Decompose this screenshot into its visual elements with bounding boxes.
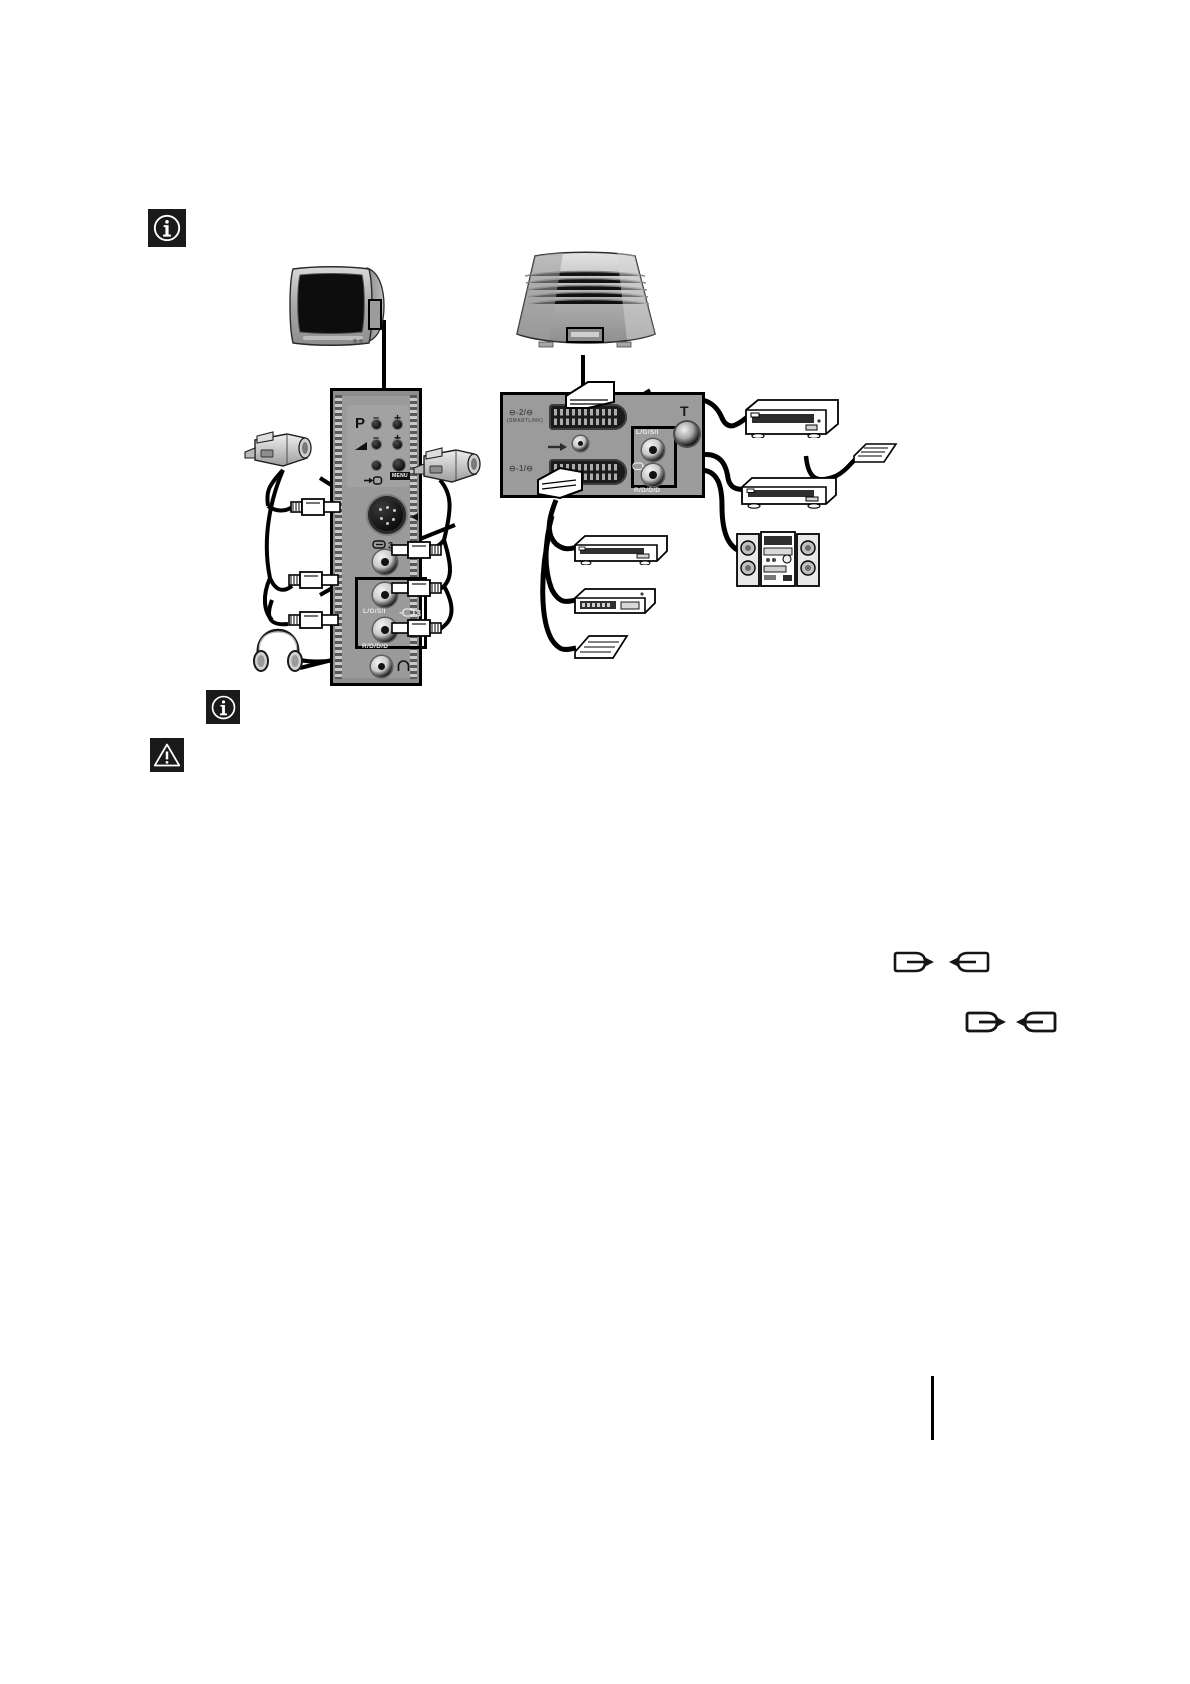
decoder-lower (573, 632, 629, 668)
rca-plug-right-video (390, 538, 442, 567)
menu-button[interactable] (393, 459, 405, 471)
scart-input-icon (1016, 1011, 1057, 1033)
satellite-receiver (573, 586, 657, 616)
side-audio-input-group (355, 577, 427, 649)
antenna-input-jack[interactable] (675, 422, 699, 446)
page-footer-rule (931, 1376, 934, 1440)
tv-rear-view (505, 250, 665, 358)
vcr-mid-right (740, 475, 838, 509)
rca-plug-right-audio-r (390, 616, 442, 645)
volume-down-sign: – (373, 432, 380, 444)
headphones (252, 628, 304, 672)
programme-down-button[interactable] (372, 420, 381, 429)
centre-speaker-in-jack[interactable] (573, 436, 588, 451)
antenna-label: T (680, 403, 689, 419)
rca-plug-left-svideo (290, 495, 342, 524)
audio-right-out-jack[interactable] (642, 464, 664, 486)
svg-text:3: 3 (388, 541, 393, 551)
scart-plug-rear-bottom (534, 466, 586, 500)
side-panel-hinge-strip-left (335, 395, 342, 679)
svideo-input-label: 3 (372, 537, 402, 555)
volume-icon (354, 438, 368, 456)
side-panel-hinge-strip-right (410, 395, 417, 679)
audio-right-input-label: R/D/D/D (362, 643, 389, 650)
headphone-icon (397, 660, 410, 678)
rear-audio-out-group (631, 426, 677, 488)
scart-symbol-row-1 (893, 948, 993, 976)
audio-left-input-label: L/G/S/I (363, 608, 386, 615)
audio-right-out-label: R/D/D/D (634, 487, 661, 494)
volume-up-button[interactable] (393, 440, 402, 449)
tv-front-view (285, 262, 395, 350)
camcorder-right (412, 440, 486, 492)
volume-down-button[interactable] (372, 440, 381, 449)
svideo-input-jack[interactable] (368, 496, 406, 534)
scart-plug-rear-top (562, 378, 618, 410)
dvd-player-lower (573, 533, 669, 566)
input-select-button[interactable] (372, 461, 381, 470)
scart-1-label: ⊖-1/⊖ (509, 464, 534, 473)
programme-label: P (355, 415, 366, 432)
rca-plug-right-audio-l (390, 576, 442, 605)
hifi-system (735, 528, 821, 590)
rca-plug-left-audio-l (288, 568, 340, 597)
side-audio-group-label: 3 (399, 605, 425, 623)
info-icon-top (148, 209, 186, 247)
scart-input-icon (949, 951, 990, 973)
input-select-icon (363, 472, 383, 490)
volume-up-sign: + (394, 431, 402, 445)
programme-down-sign: – (373, 412, 380, 424)
programme-up-button[interactable] (393, 420, 402, 429)
scart-symbol-row-2 (965, 1008, 1065, 1036)
warning-icon (150, 738, 184, 772)
rca-plug-left-audio-r (288, 608, 340, 637)
centre-in-arrow-icon (547, 439, 569, 457)
scart-output-icon (965, 1011, 1006, 1033)
svg-text:3: 3 (416, 609, 421, 619)
programme-up-sign: + (394, 411, 402, 425)
tv-side-panel: P – + – + MENU (330, 388, 427, 686)
decoder-top-right (852, 440, 898, 470)
scart-2-label: ⊖-2/⊖ (509, 408, 534, 417)
scart-2-sublabel: (SMARTLINK) (507, 418, 544, 424)
audio-left-out-label: L/G/S/I (636, 429, 659, 436)
camcorder-left (243, 424, 317, 476)
audio-left-out-jack[interactable] (642, 439, 664, 461)
svideo-arrow-marker (410, 509, 419, 527)
menu-button-label: MENU (390, 472, 410, 480)
headphone-jack[interactable] (371, 656, 392, 677)
scart-output-icon (893, 951, 934, 973)
vcr-top-right (744, 396, 840, 439)
info-icon-bottom (206, 690, 240, 724)
